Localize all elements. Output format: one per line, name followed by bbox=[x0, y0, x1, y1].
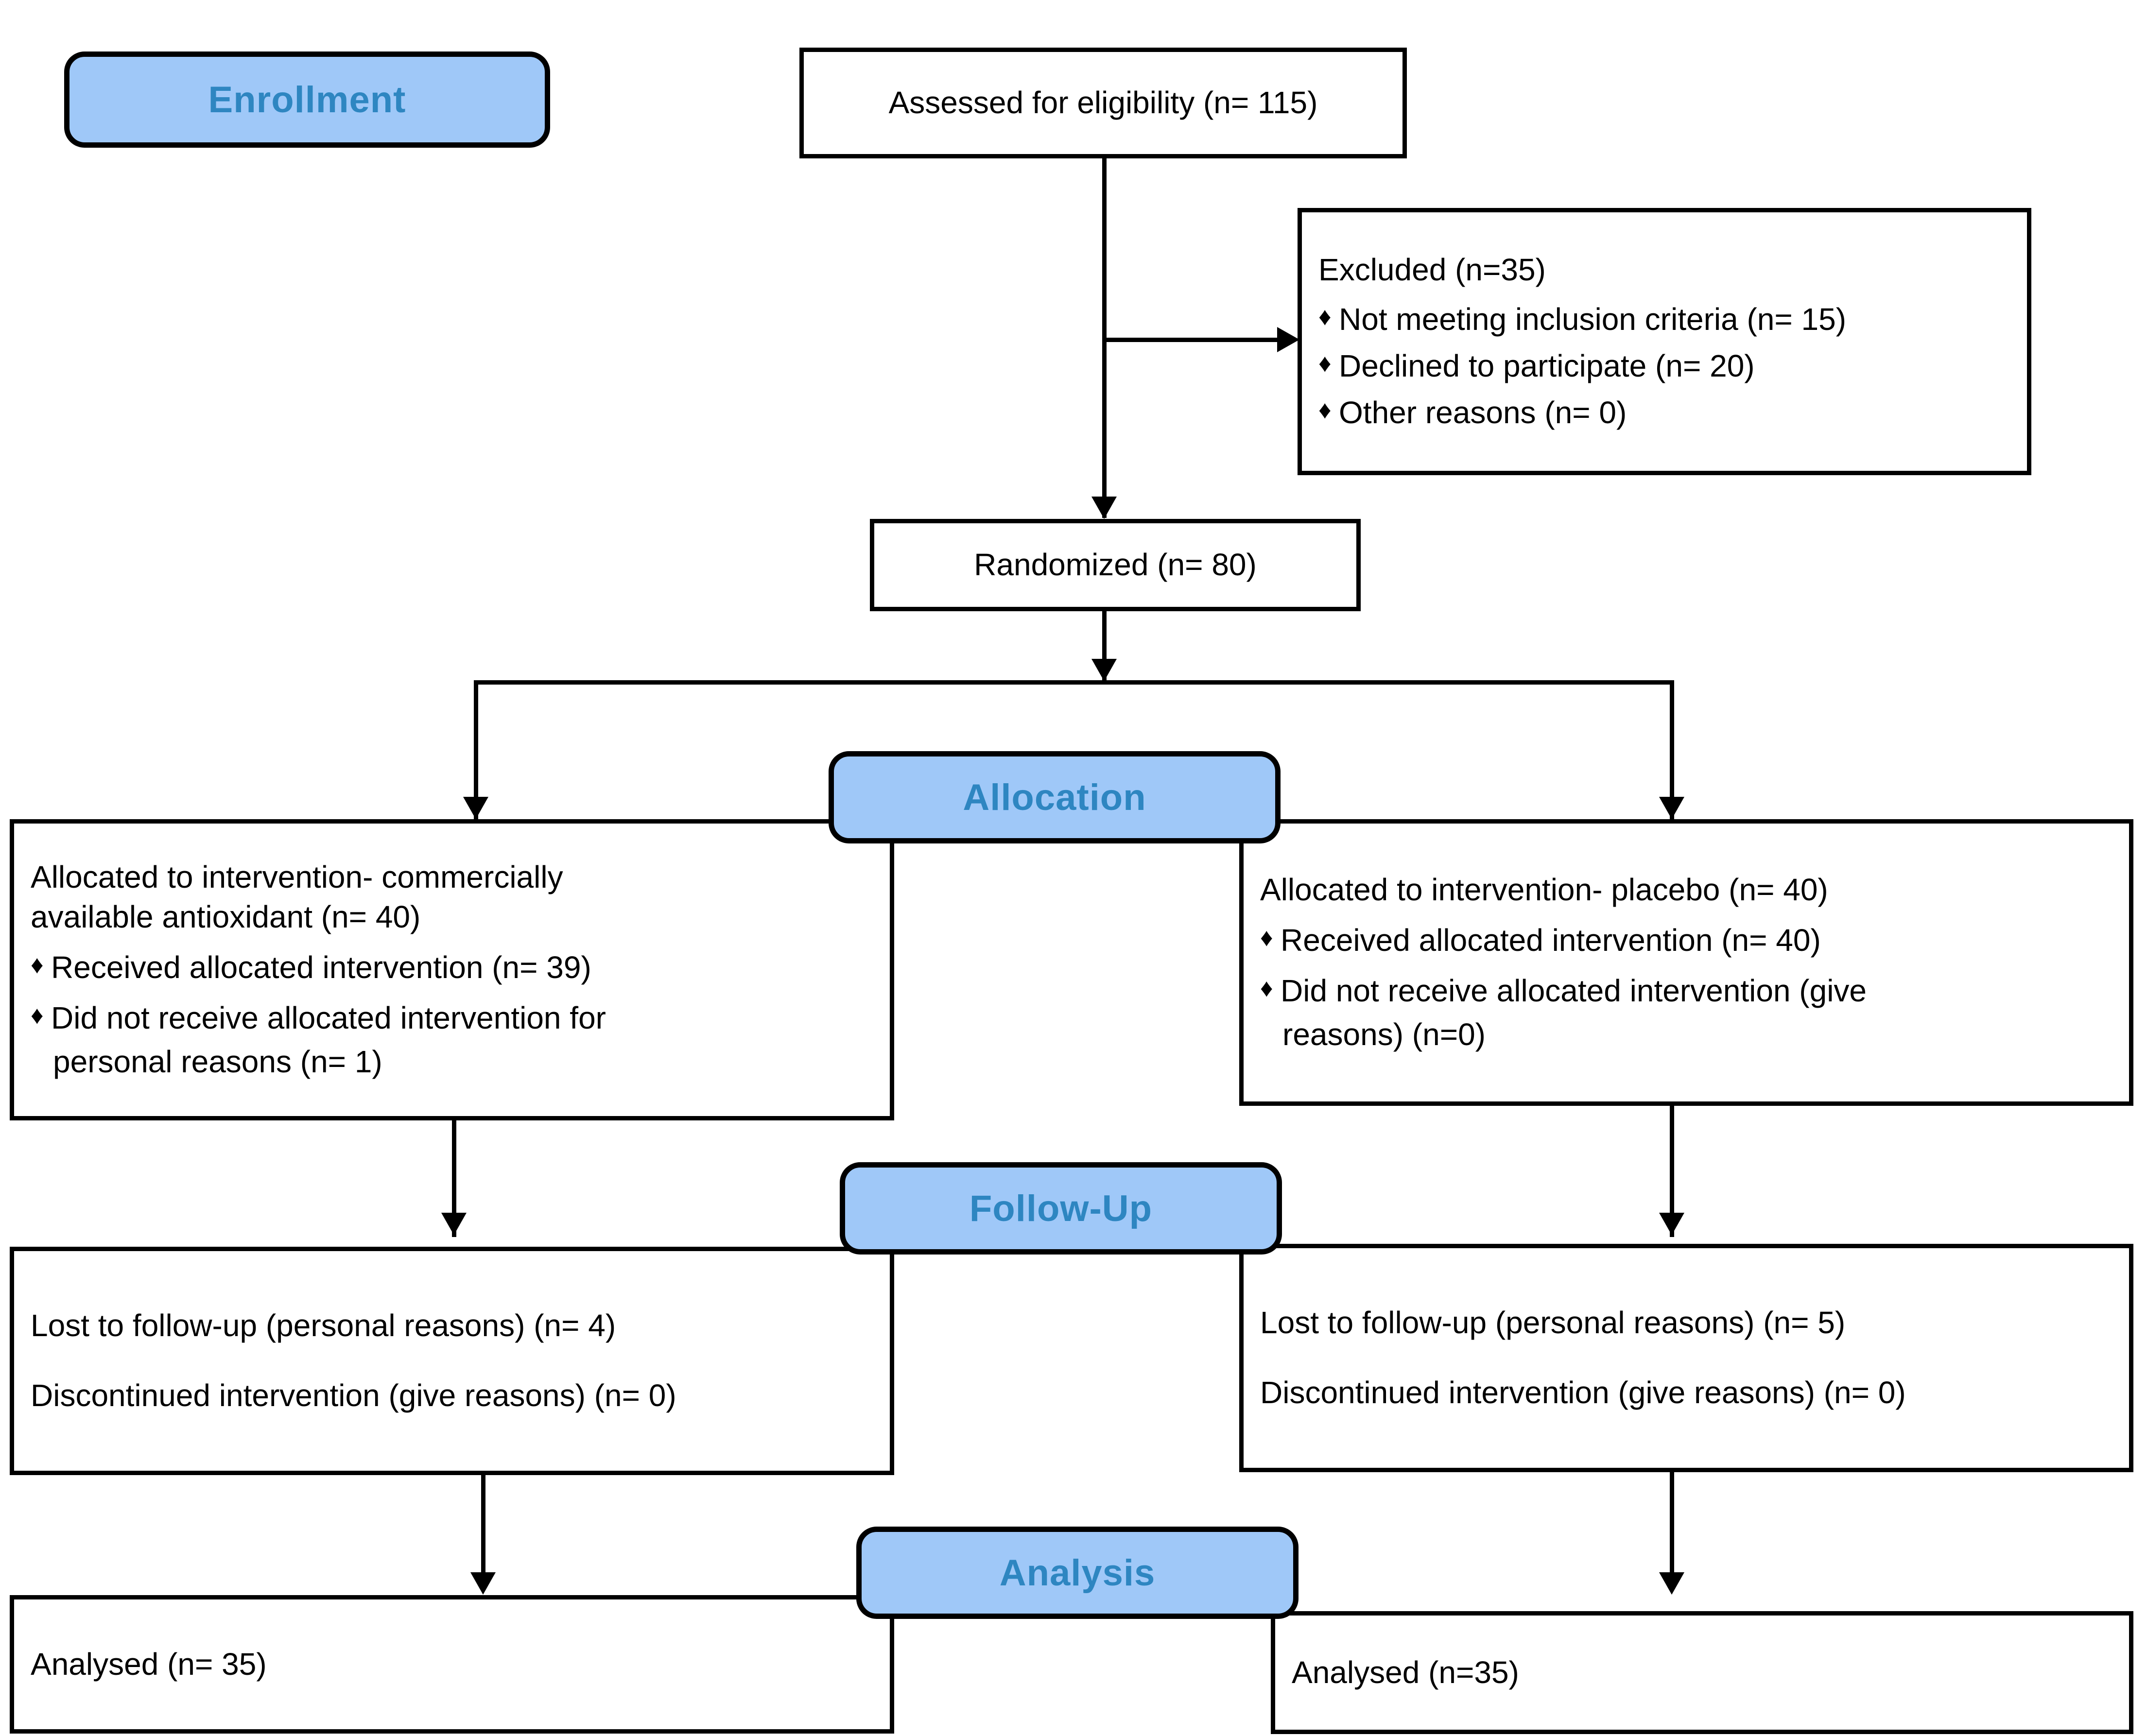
assessed-for-eligibility-text: Assessed for eligibility (n= 115) bbox=[888, 85, 1318, 120]
allocation-left-title-line1: Allocated to intervention- commercially bbox=[31, 859, 563, 895]
connector-split-left-drop bbox=[474, 680, 478, 822]
connector-split-right-drop bbox=[1670, 680, 1674, 822]
randomized-box: Randomized (n= 80) bbox=[870, 519, 1361, 611]
excluded-reason-text: Other reasons (n= 0) bbox=[1339, 395, 1627, 430]
diamond-bullet-icon: ♦ bbox=[31, 951, 44, 980]
followup-left-box: Lost to follow-up (personal reasons) (n=… bbox=[10, 1247, 894, 1475]
followup-right-lost-text: Lost to follow-up (personal reasons) (n=… bbox=[1260, 1305, 1846, 1341]
arrow-right-followup-icon bbox=[1659, 1213, 1684, 1235]
allocation-left-item: ♦ Received allocated intervention (n= 39… bbox=[31, 948, 873, 988]
followup-left-lost-text: Lost to follow-up (personal reasons) (n=… bbox=[31, 1308, 616, 1343]
excluded-reason-item: ♦ Other reasons (n= 0) bbox=[1318, 393, 2010, 433]
assessed-for-eligibility-box: Assessed for eligibility (n= 115) bbox=[799, 48, 1407, 158]
excluded-reason-item: ♦ Not meeting inclusion criteria (n= 15) bbox=[1318, 300, 2010, 340]
arrow-left-followup-icon bbox=[441, 1213, 467, 1235]
connector-left-allocation-to-followup bbox=[452, 1120, 456, 1237]
connector-to-excluded bbox=[1102, 338, 1277, 342]
stage-badge-allocation-label: Allocation bbox=[963, 776, 1146, 818]
excluded-box: Excluded (n=35) ♦ Not meeting inclusion … bbox=[1298, 208, 2031, 475]
allocation-right-item-text: Did not receive allocated intervention (… bbox=[1281, 973, 1867, 1008]
allocation-right-item: ♦ Received allocated intervention (n= 40… bbox=[1260, 921, 2112, 961]
diamond-bullet-icon: ♦ bbox=[1318, 349, 1332, 378]
arrow-to-randomized-icon bbox=[1091, 497, 1117, 519]
allocation-right-item: ♦ Did not receive allocated intervention… bbox=[1260, 971, 2112, 1011]
diamond-bullet-icon: ♦ bbox=[1260, 924, 1273, 952]
stage-badge-allocation: Allocation bbox=[829, 751, 1281, 843]
allocation-left-item-text: Received allocated intervention (n= 39) bbox=[51, 950, 591, 985]
stage-badge-analysis-label: Analysis bbox=[999, 1552, 1156, 1594]
connector-randomized-down bbox=[1102, 611, 1107, 684]
stage-badge-enrollment: Enrollment bbox=[64, 52, 550, 148]
allocation-right-item-continuation: reasons) (n=0) bbox=[1282, 1016, 1486, 1052]
stage-badge-analysis: Analysis bbox=[856, 1527, 1299, 1619]
arrow-left-analysis-icon bbox=[470, 1572, 496, 1595]
allocation-left-item-continuation: personal reasons (n= 1) bbox=[53, 1044, 382, 1079]
analysis-right-box: Analysed (n=35) bbox=[1271, 1611, 2133, 1734]
stage-badge-enrollment-label: Enrollment bbox=[208, 79, 406, 120]
followup-right-discontinued-text: Discontinued intervention (give reasons)… bbox=[1260, 1375, 1906, 1410]
stage-badge-followup-label: Follow-Up bbox=[969, 1187, 1153, 1229]
allocation-left-item: ♦ Did not receive allocated intervention… bbox=[31, 998, 873, 1038]
diamond-bullet-icon: ♦ bbox=[1318, 395, 1332, 424]
stage-badge-followup: Follow-Up bbox=[840, 1162, 1282, 1255]
arrow-randomized-split-icon bbox=[1091, 659, 1117, 681]
allocation-right-item-text: Received allocated intervention (n= 40) bbox=[1281, 923, 1821, 958]
excluded-reason-text: Declined to participate (n= 20) bbox=[1339, 348, 1755, 383]
excluded-reason-text: Not meeting inclusion criteria (n= 15) bbox=[1339, 302, 1847, 337]
followup-left-discontinued-text: Discontinued intervention (give reasons)… bbox=[31, 1378, 676, 1413]
arrow-to-excluded-icon bbox=[1277, 327, 1299, 352]
diamond-bullet-icon: ♦ bbox=[1318, 303, 1332, 331]
allocation-left-item-text: Did not receive allocated intervention f… bbox=[51, 1000, 606, 1035]
followup-right-box: Lost to follow-up (personal reasons) (n=… bbox=[1239, 1244, 2133, 1472]
diamond-bullet-icon: ♦ bbox=[31, 1001, 44, 1030]
allocation-left-box: Allocated to intervention- commercially … bbox=[10, 819, 894, 1120]
connector-right-followup-to-analysis bbox=[1670, 1472, 1674, 1577]
analysis-right-text: Analysed (n=35) bbox=[1292, 1654, 1519, 1690]
diamond-bullet-icon: ♦ bbox=[1260, 974, 1273, 1002]
connector-right-allocation-to-followup bbox=[1670, 1106, 1674, 1237]
excluded-title: Excluded (n=35) bbox=[1318, 252, 1546, 288]
arrow-left-allocation-icon bbox=[463, 797, 488, 819]
arrow-right-allocation-icon bbox=[1659, 797, 1684, 819]
analysis-left-box: Analysed (n= 35) bbox=[10, 1595, 894, 1734]
arrow-right-analysis-icon bbox=[1659, 1572, 1684, 1595]
excluded-reason-item: ♦ Declined to participate (n= 20) bbox=[1318, 346, 2010, 386]
allocation-right-title-line1: Allocated to intervention- placebo (n= 4… bbox=[1260, 872, 1828, 908]
connector-allocation-split bbox=[474, 680, 1674, 685]
allocation-left-title-line2: available antioxidant (n= 40) bbox=[31, 899, 421, 935]
randomized-text: Randomized (n= 80) bbox=[974, 547, 1257, 583]
connector-left-followup-to-analysis bbox=[481, 1475, 485, 1577]
allocation-right-box: Allocated to intervention- placebo (n= 4… bbox=[1239, 819, 2133, 1106]
analysis-left-text: Analysed (n= 35) bbox=[31, 1646, 267, 1682]
